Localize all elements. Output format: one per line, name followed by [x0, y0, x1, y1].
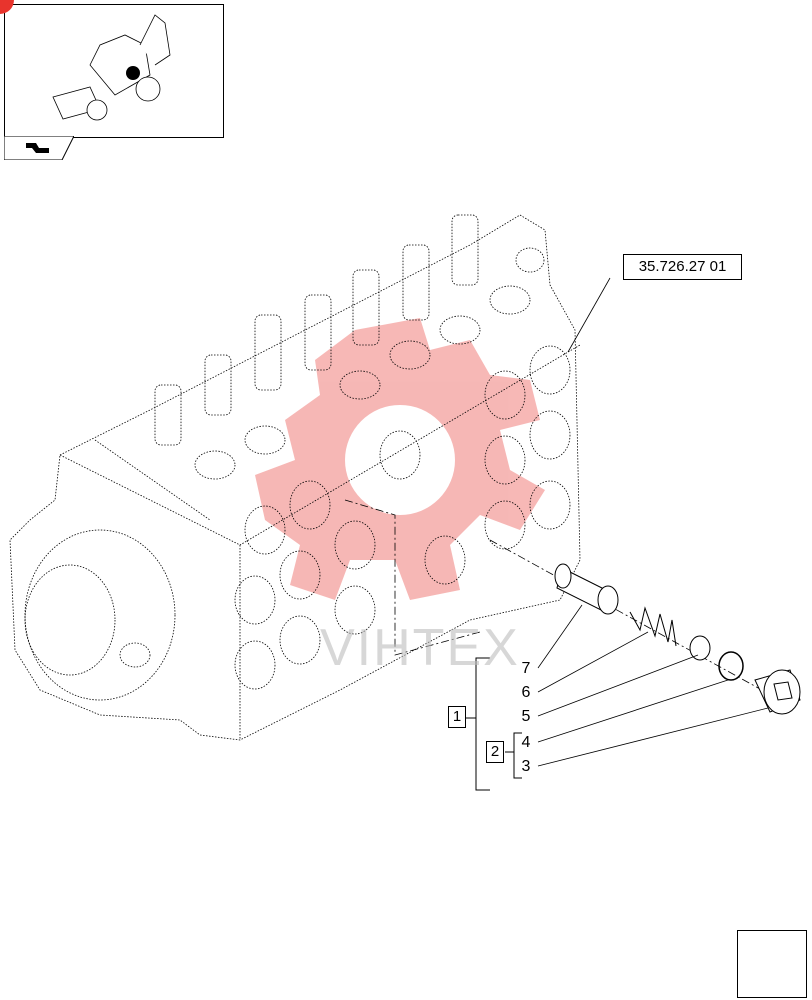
- part-7-piston: [554, 563, 619, 615]
- part-group-arrow-icon[interactable]: [4, 136, 74, 160]
- callout-leader-lines: [537, 277, 769, 767]
- valve-ports: [194, 247, 571, 690]
- part-3-plug: [754, 669, 801, 715]
- part-4-o-ring: [718, 651, 744, 681]
- spool-stems: [154, 214, 479, 446]
- watermark-gear-logo: [255, 318, 545, 600]
- callout-7[interactable]: 7: [521, 660, 531, 677]
- next-page-button[interactable]: [737, 930, 807, 998]
- callout-3[interactable]: 3: [521, 758, 531, 775]
- callout-4[interactable]: 4: [521, 734, 531, 751]
- watermark-text: VIHTEX: [320, 619, 520, 677]
- backhoe-loader-thumbnail-icon: [52, 14, 171, 121]
- callout-5[interactable]: 5: [521, 708, 531, 725]
- kit-1-bracket: [466, 657, 490, 791]
- callout-6[interactable]: 6: [521, 684, 531, 701]
- machine-location-thumbnail: [4, 4, 224, 138]
- part-5-washer: [689, 635, 711, 661]
- kit-1-label[interactable]: 1: [448, 706, 466, 728]
- control-valve-block: [9, 214, 581, 741]
- kit-2-bracket: [505, 732, 522, 779]
- reference-code-box[interactable]: 35.726.27 01: [623, 254, 742, 280]
- kit-2-label[interactable]: 2: [486, 741, 504, 763]
- part-6-spring: [629, 606, 677, 647]
